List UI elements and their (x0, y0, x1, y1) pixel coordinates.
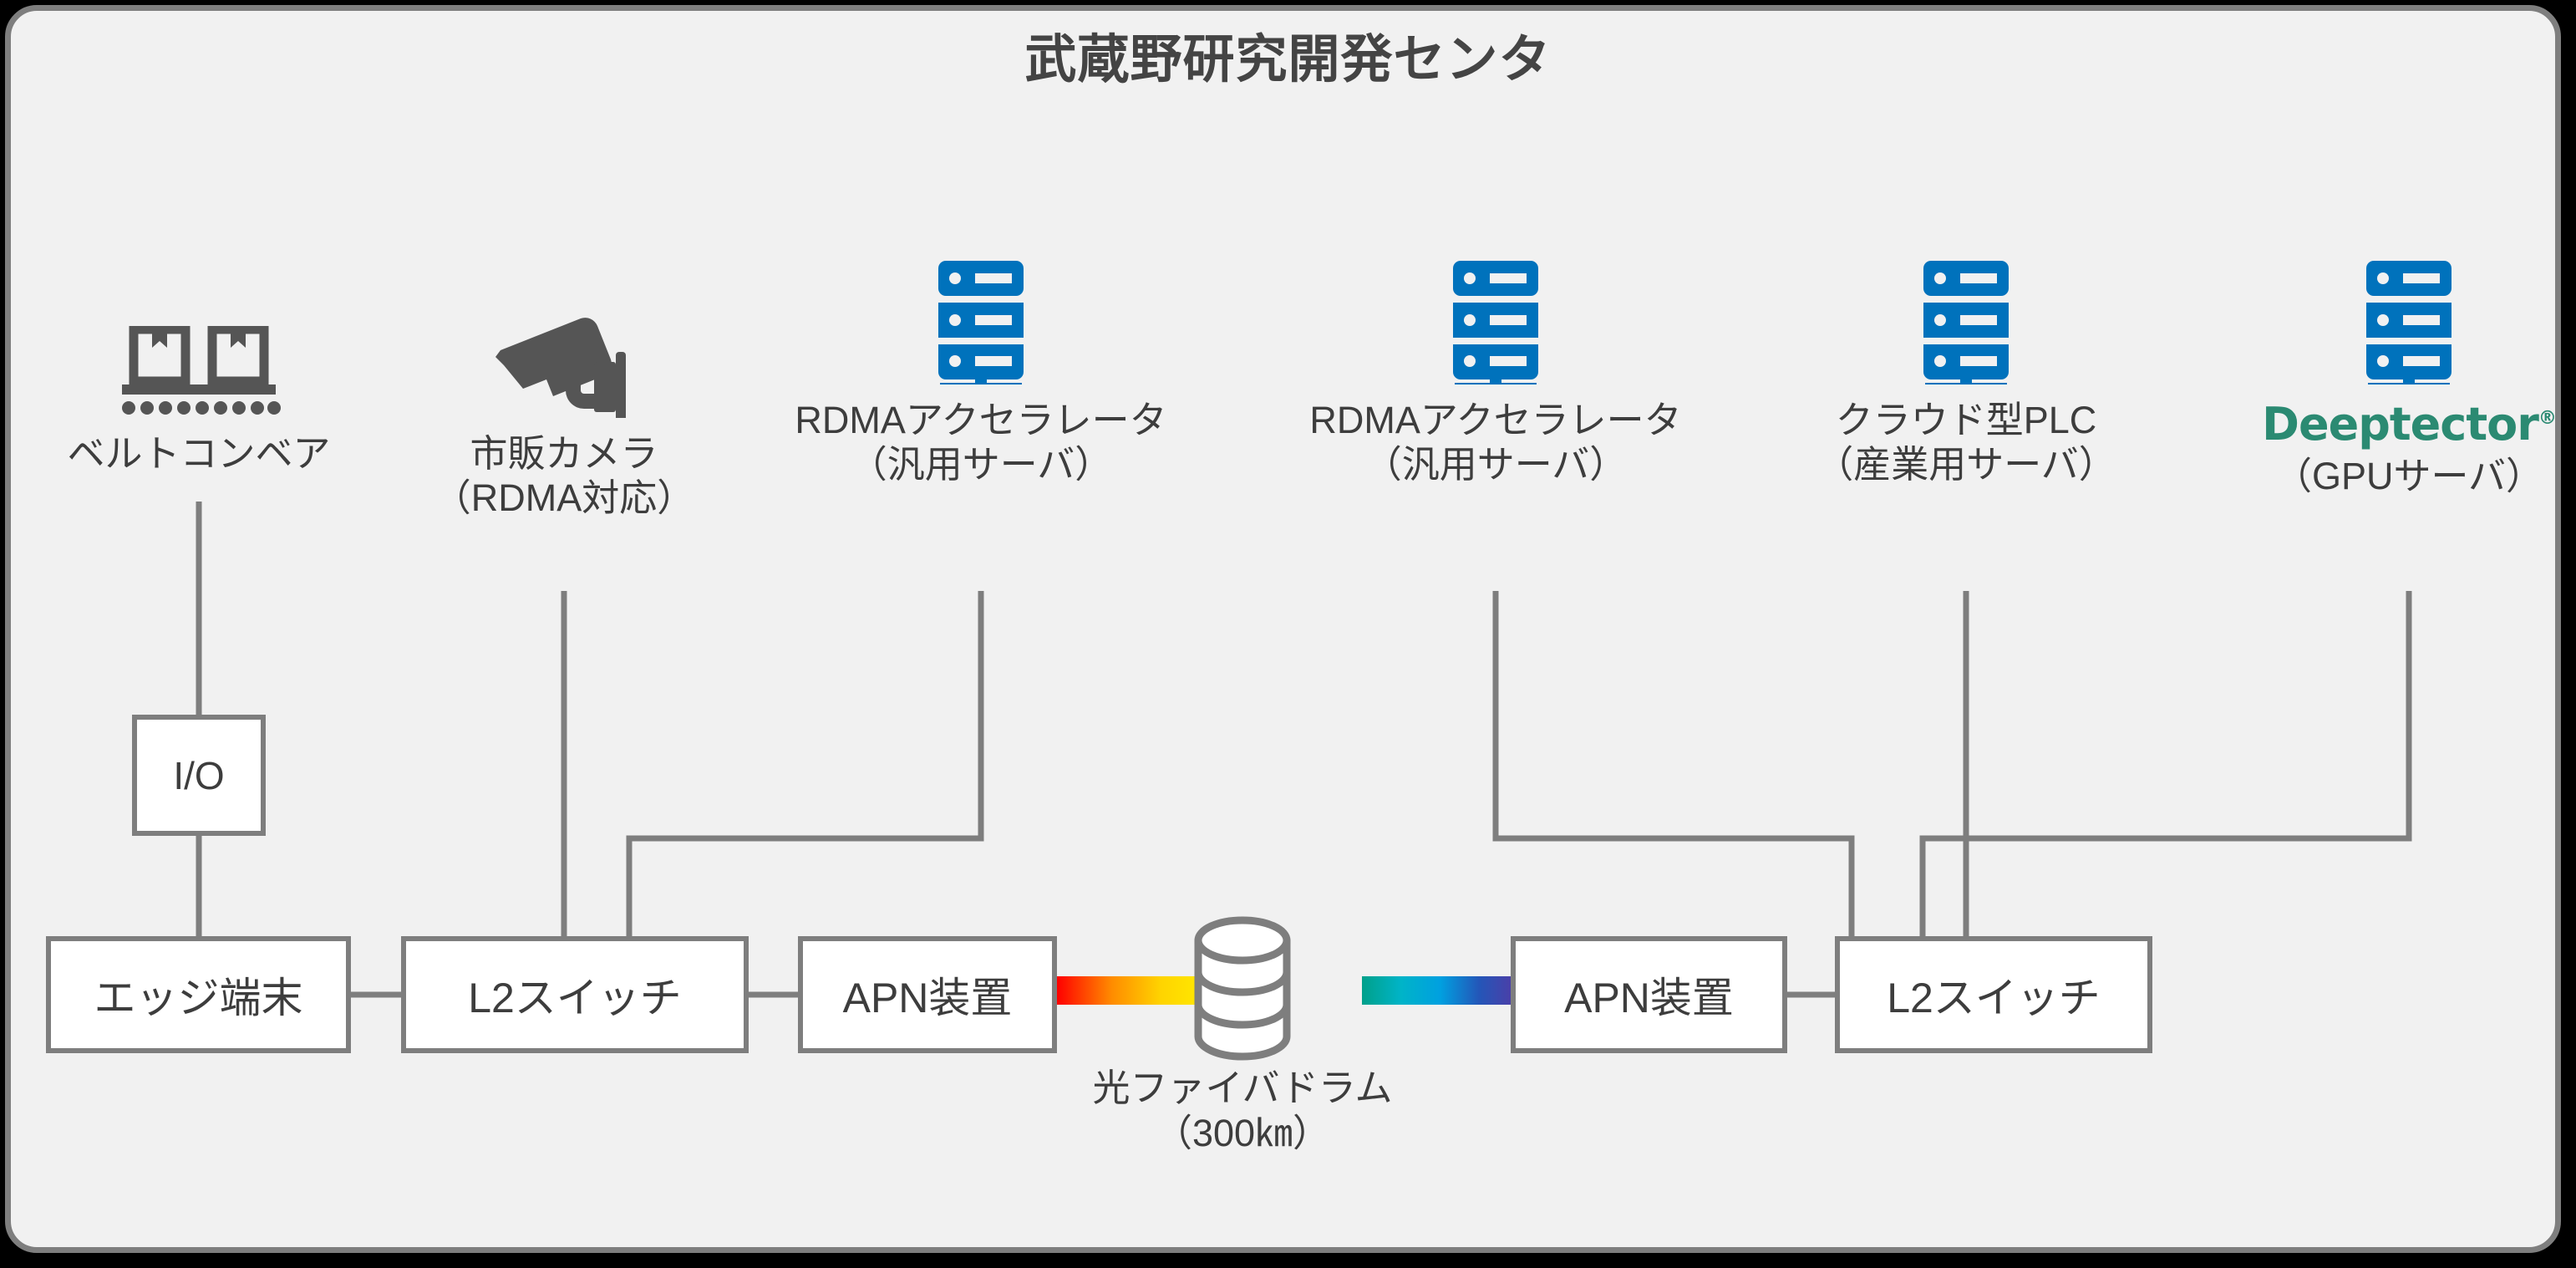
caption-line: RDMAアクセラレータ (795, 399, 1167, 441)
deeptector-logo-text: Deeptector (2262, 398, 2539, 451)
caption-line: クラウド型PLC (1835, 399, 2097, 441)
node-deeptector-gpu[interactable]: Deeptector® （GPUサーバ） (2192, 261, 2576, 498)
caption-line: （産業用サーバ） (1816, 443, 2116, 486)
node-cloud-plc[interactable]: クラウド型PLC （産業用サーバ） (1749, 261, 2183, 486)
node-rdma-accelerator-2[interactable]: RDMAアクセラレータ （汎用サーバ） (1262, 261, 1730, 486)
caption-line: （汎用サーバ） (849, 443, 1113, 486)
server-icon (2192, 261, 2576, 384)
box-label: L2スイッチ (1887, 975, 2101, 1021)
fiber-drum-caption: 光ファイバドラム （300㎞） (992, 1066, 1493, 1156)
caption-line: RDMAアクセラレータ (1309, 399, 1682, 441)
registered-trademark-icon: ® (2538, 408, 2557, 429)
node-caption: クラウド型PLC （産業用サーバ） (1749, 398, 2183, 486)
caption-line: （汎用サーバ） (1364, 443, 1628, 486)
box-l2-switch-right[interactable]: L2スイッチ (1835, 936, 2152, 1053)
node-caption: （GPUサーバ） (2192, 454, 2576, 498)
box-l2-switch-left[interactable]: L2スイッチ (401, 936, 749, 1053)
box-label: エッジ端末 (94, 975, 303, 1021)
security-camera-icon (376, 309, 752, 418)
node-commercial-camera[interactable]: 市販カメラ （RDMA対応） (376, 309, 752, 520)
page-title: 武蔵野研究開発センタ (1024, 31, 1552, 89)
caption-line: （GPUサーバ） (2274, 455, 2544, 497)
conveyor-belt-icon (7, 309, 391, 418)
box-apn-device-left[interactable]: APN装置 (798, 936, 1057, 1053)
caption-line: 市販カメラ (470, 432, 658, 475)
deeptector-logo: Deeptector® (2192, 398, 2576, 451)
box-apn-device-right[interactable]: APN装置 (1511, 936, 1787, 1053)
box-io[interactable]: I/O (132, 715, 266, 836)
box-label: APN装置 (842, 975, 1013, 1021)
node-caption: 市販カメラ （RDMA対応） (376, 431, 752, 520)
caption-line: （RDMA対応） (433, 476, 695, 520)
server-icon (1749, 261, 2183, 384)
caption-line: 光ファイバドラム (1092, 1067, 1393, 1109)
server-icon (747, 261, 1215, 384)
caption-line: （300㎞） (1154, 1112, 1331, 1154)
node-caption: RDMAアクセラレータ （汎用サーバ） (747, 398, 1215, 486)
box-label: I/O (173, 753, 225, 797)
node-belt-conveyor[interactable]: ベルトコンベア (7, 309, 391, 476)
box-edge-terminal[interactable]: エッジ端末 (46, 936, 351, 1053)
node-caption: RDMAアクセラレータ （汎用サーバ） (1262, 398, 1730, 486)
box-label: APN装置 (1564, 975, 1734, 1021)
caption-line: ベルトコンベア (67, 432, 331, 475)
server-icon (1262, 261, 1730, 384)
node-caption: ベルトコンベア (7, 431, 391, 476)
box-label: L2スイッチ (468, 975, 682, 1021)
node-rdma-accelerator-1[interactable]: RDMAアクセラレータ （汎用サーバ） (747, 261, 1215, 486)
